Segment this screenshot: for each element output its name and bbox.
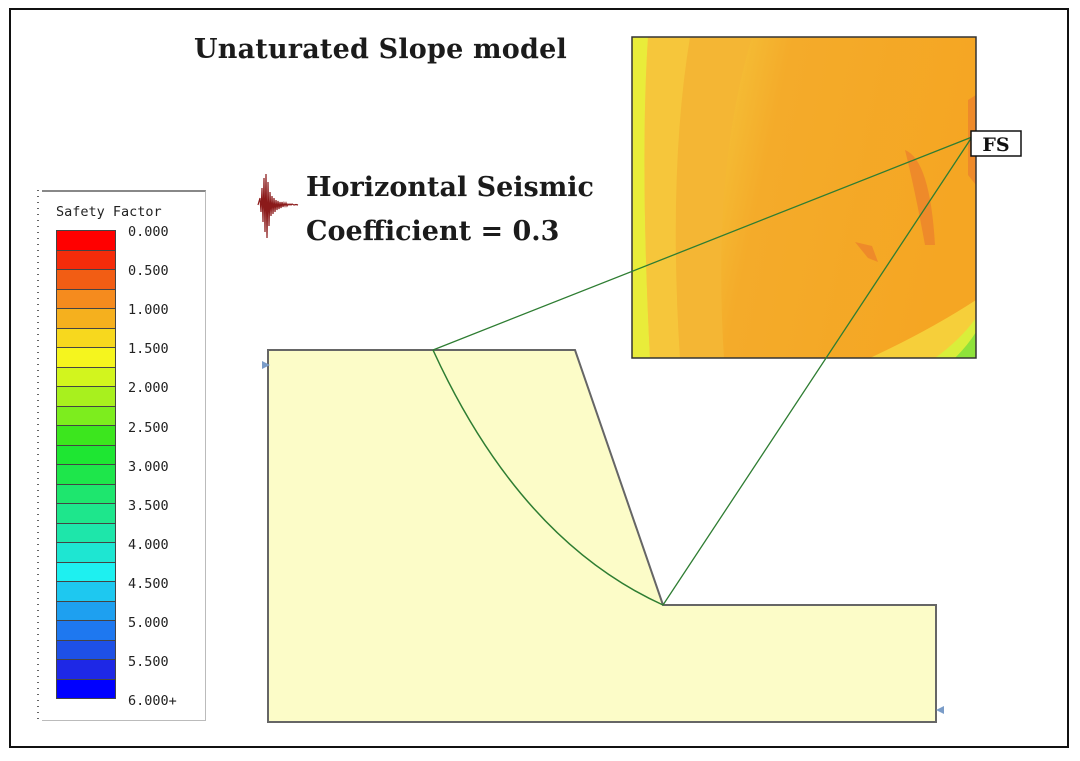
legend-swatch	[57, 367, 115, 387]
callout-line-top	[432, 136, 973, 351]
left-boundary-marker	[262, 361, 270, 369]
legend-swatches	[56, 230, 116, 699]
seismic-line-2: Coefficient = 0.3	[306, 216, 560, 247]
legend-swatch	[57, 484, 115, 504]
legend-swatch	[57, 562, 115, 582]
legend-frame	[42, 190, 206, 721]
fs-label-box	[970, 130, 1022, 157]
legend-label: 2.000	[128, 380, 169, 397]
legend-label: 5.500	[128, 654, 169, 671]
slip-surface	[432, 349, 664, 606]
legend-swatch	[57, 406, 115, 426]
legend-swatch	[57, 543, 115, 563]
legend-swatch	[57, 328, 115, 348]
legend-label: 6.000+	[128, 693, 177, 710]
fs-label: FS	[982, 134, 1009, 156]
legend-swatch	[57, 231, 115, 251]
legend-label: 4.500	[128, 575, 169, 592]
legend-swatch	[57, 426, 115, 446]
legend-label: 1.000	[128, 302, 169, 319]
legend-title: Safety Factor	[56, 204, 162, 220]
legend-label: 4.000	[128, 536, 169, 553]
legend-swatch	[57, 523, 115, 543]
legend-label: 5.000	[128, 615, 169, 631]
slope-body	[267, 349, 937, 723]
legend-swatch	[57, 270, 115, 290]
legend-swatch	[57, 445, 115, 465]
callout-line-bottom	[662, 136, 973, 606]
seismic-coefficient-text: Horizontal Seismic Coefficient = 0.3	[306, 166, 594, 254]
safety-factor-legend: Safety Factor 0.000 0.500 1.000 1.500 2.000 2…	[36, 190, 214, 723]
legend-swatch	[57, 582, 115, 602]
right-boundary-marker	[936, 706, 944, 714]
seismic-wave-icon	[257, 173, 299, 239]
legend-swatch	[57, 679, 115, 699]
legend-label: 2.500	[128, 419, 169, 436]
legend-swatch	[57, 250, 115, 270]
legend-swatch	[57, 465, 115, 485]
legend-label: 1.500	[128, 341, 169, 358]
legend-swatch	[57, 504, 115, 524]
legend-ruler	[36, 190, 42, 721]
legend-swatch	[57, 660, 115, 680]
fs-contour-zoom	[631, 36, 977, 359]
figure-title: Unaturated Slope model	[194, 34, 567, 65]
legend-swatch	[57, 601, 115, 621]
legend-swatch	[57, 309, 115, 329]
legend-label: 3.000	[128, 458, 169, 475]
legend-swatch	[57, 289, 115, 309]
legend-swatch	[57, 348, 115, 368]
legend-swatch	[57, 387, 115, 407]
legend-swatch	[57, 621, 115, 641]
legend-swatch	[57, 640, 115, 660]
seismic-line-1: Horizontal Seismic	[306, 172, 594, 203]
legend-label: 3.500	[128, 497, 169, 514]
legend-label: 0.000	[128, 224, 169, 240]
legend-label: 0.500	[128, 263, 169, 280]
